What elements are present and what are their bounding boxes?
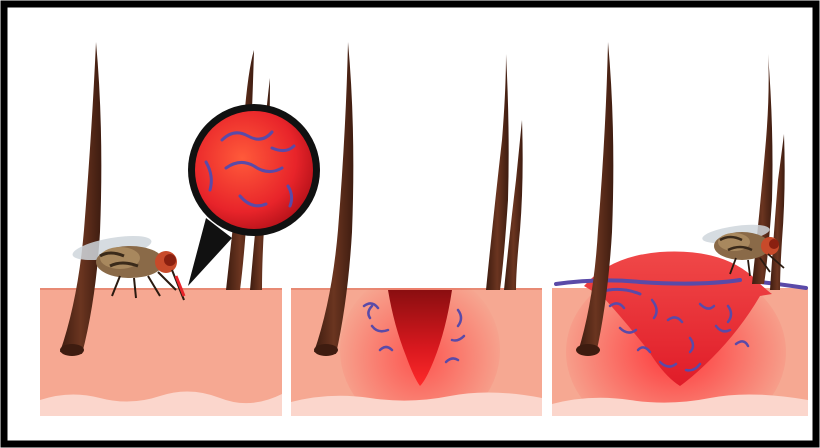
- parasite-infection-diagram: [0, 0, 820, 448]
- figure-frame: [0, 0, 820, 448]
